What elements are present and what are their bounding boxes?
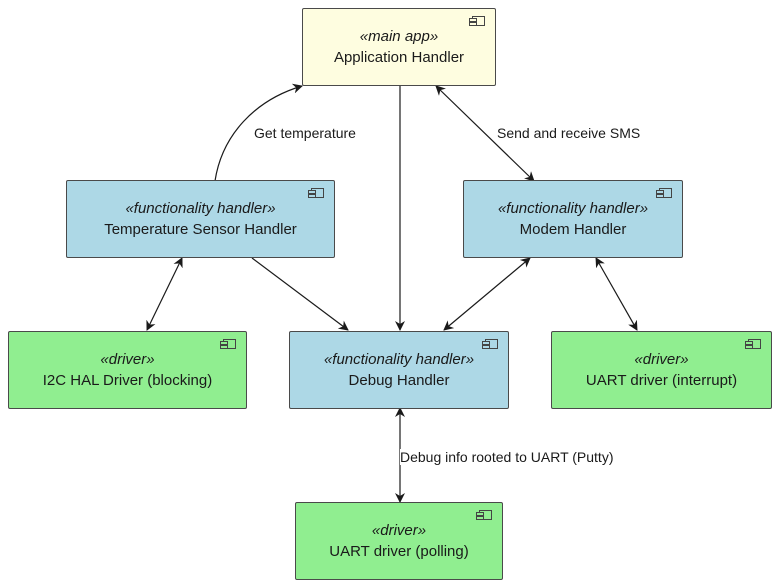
node-label: I2C HAL Driver (blocking) xyxy=(42,372,213,389)
edge-temp-to-debug xyxy=(251,257,349,331)
component-icon xyxy=(745,339,761,349)
node-debug-handler[interactable]: «functionality handler» Debug Handler xyxy=(289,331,509,409)
node-uart-driver-interrupt[interactable]: «driver» UART driver (interrupt) xyxy=(551,331,772,409)
node-uart-driver-polling[interactable]: «driver» UART driver (polling) xyxy=(295,502,503,580)
edge-label-debug-info: Debug info rooted to UART (Putty) xyxy=(400,449,614,465)
node-label: UART driver (interrupt) xyxy=(585,372,738,389)
edge-label-get-temperature: Get temperature xyxy=(254,125,356,141)
node-modem-handler[interactable]: «functionality handler» Modem Handler xyxy=(463,180,683,258)
node-label: Application Handler xyxy=(333,49,465,66)
node-label: Debug Handler xyxy=(348,372,450,389)
component-icon xyxy=(469,16,485,26)
edge-modem-to-uart-interrupt xyxy=(595,257,638,331)
edge-get-temperature xyxy=(214,83,303,182)
node-stereotype: «functionality handler» xyxy=(323,351,475,368)
node-label: Modem Handler xyxy=(519,221,627,238)
component-icon xyxy=(476,510,492,520)
component-icon xyxy=(656,188,672,198)
edge-temp-to-i2c xyxy=(146,257,183,331)
node-label: UART driver (polling) xyxy=(329,543,469,560)
edge-label-send-receive-sms: Send and receive SMS xyxy=(497,125,641,141)
component-icon xyxy=(308,188,324,198)
node-stereotype: «functionality handler» xyxy=(125,200,276,217)
node-stereotype: «functionality handler» xyxy=(497,200,649,217)
node-stereotype: «main app» xyxy=(359,28,439,45)
node-stereotype: «driver» xyxy=(371,522,427,539)
node-temperature-sensor-handler[interactable]: «functionality handler» Temperature Sens… xyxy=(66,180,335,258)
edge-send-receive-sms xyxy=(435,85,535,182)
edge-modem-to-debug xyxy=(443,257,531,331)
component-icon xyxy=(482,339,498,349)
component-icon xyxy=(220,339,236,349)
node-stereotype: «driver» xyxy=(634,351,689,368)
node-application-handler[interactable]: «main app» Application Handler xyxy=(302,8,496,86)
node-i2c-hal-driver[interactable]: «driver» I2C HAL Driver (blocking) xyxy=(8,331,247,409)
node-stereotype: «driver» xyxy=(100,351,155,368)
node-label: Temperature Sensor Handler xyxy=(104,221,297,238)
